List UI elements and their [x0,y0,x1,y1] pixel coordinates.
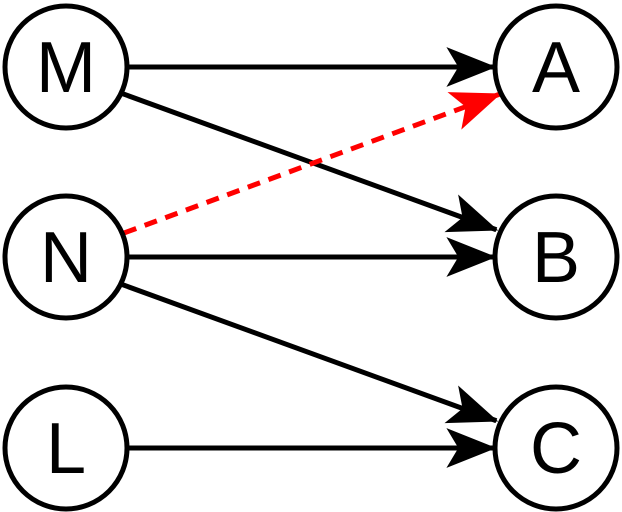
node-l[interactable]: L [2,384,130,512]
node-c[interactable]: C [492,384,620,512]
edge-group [117,47,502,468]
node-m-label: M [36,28,96,108]
node-n-circle[interactable] [2,193,130,321]
node-m[interactable]: M [2,3,130,131]
node-l-label: L [46,409,86,489]
edge-n-to-a-dashed[interactable] [123,91,502,236]
node-a-circle[interactable] [492,3,620,131]
node-group: M N L A B C [2,3,620,512]
node-b-circle[interactable] [492,193,620,321]
node-c-label: C [530,409,582,489]
edge-n-to-c[interactable] [117,280,499,424]
node-n[interactable]: N [2,193,130,321]
node-a[interactable]: A [492,3,620,131]
node-m-circle[interactable] [2,3,130,131]
node-a-label: A [532,28,580,108]
node-n-label: N [40,218,92,298]
node-b-label: B [532,218,580,298]
node-c-circle[interactable] [492,384,620,512]
node-l-circle[interactable] [2,384,130,512]
node-b[interactable]: B [492,193,620,321]
edge-m-to-b[interactable] [117,89,499,233]
